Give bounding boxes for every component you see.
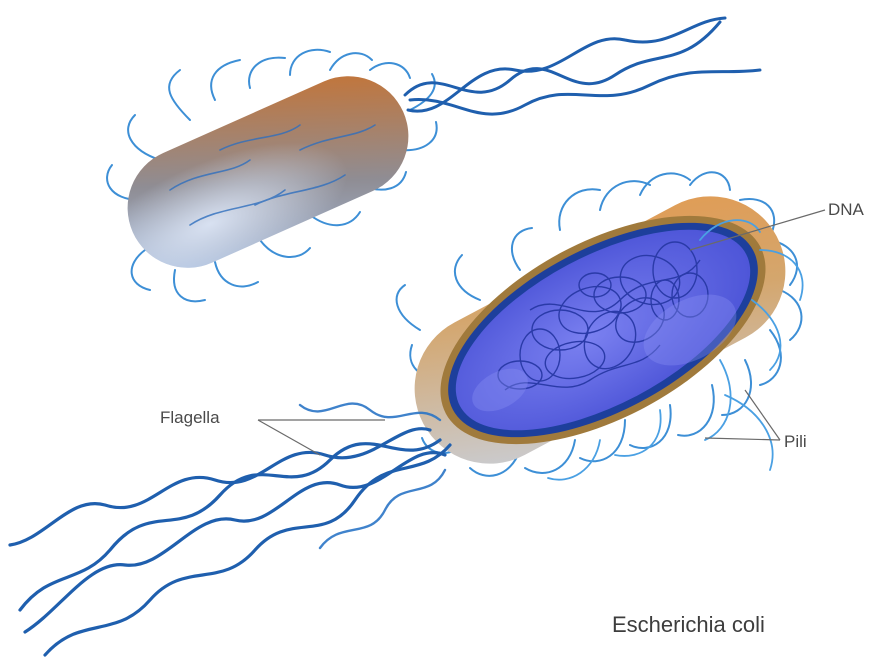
dna-label: DNA (828, 200, 864, 220)
lower-flagella (10, 429, 450, 655)
species-title: Escherichia coli (612, 612, 765, 638)
upper-flagella (405, 18, 760, 114)
flagella-label: Flagella (160, 408, 220, 428)
lower-bacterium (10, 169, 812, 655)
pili-label: Pili (784, 432, 807, 452)
